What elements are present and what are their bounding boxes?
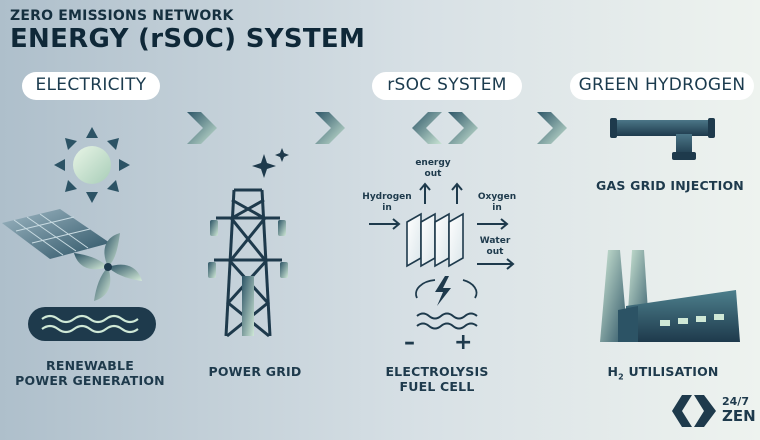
energy-out-arrows: [419, 182, 463, 204]
fuel-cell-label-line2: FUEL CELL: [399, 379, 475, 394]
energy-out-line2: out: [424, 169, 442, 179]
water-out-arrow: [477, 258, 515, 270]
logo-line2: ZEN: [722, 407, 756, 425]
h2-subscript: 2: [618, 372, 624, 382]
sparkle-icon: [252, 148, 289, 178]
insulator-icons: [208, 220, 288, 278]
page-title: ENERGY (rSOC) SYSTEM: [10, 24, 366, 54]
plus-sign: +: [454, 330, 473, 355]
arrow-right-icon: [448, 112, 478, 144]
pylon-icon: [214, 188, 282, 338]
h2-suffix: UTILISATION: [623, 364, 719, 379]
factory-illustration: [600, 250, 740, 342]
hydrogen-in-line2: in: [382, 203, 392, 213]
logo-line1: 24/7: [722, 395, 749, 408]
renewable-label: RENEWABLE POWER GENERATION: [0, 358, 180, 388]
oxygen-in-line1: Oxygen: [477, 192, 517, 202]
arrow-right-icon: [315, 112, 345, 144]
renewable-illustration: [2, 127, 156, 341]
h2-utilisation-label: H2 UTILISATION: [588, 364, 738, 385]
section-pill-electricity: ELECTRICITY: [22, 72, 160, 100]
oxygen-in-arrow: [477, 218, 509, 230]
power-grid-label: POWER GRID: [208, 364, 302, 379]
pipe-icon: [610, 118, 715, 160]
power-pylon-illustration: [208, 148, 289, 338]
section-pill-hydrogen: GREEN HYDROGEN: [570, 72, 754, 100]
hydrogen-in-label: Hydrogen in: [356, 192, 418, 214]
energy-out-label: energy out: [408, 158, 458, 180]
energy-out-line1: energy: [415, 158, 451, 168]
arrow-right-icon: [537, 112, 567, 144]
water-out-line1: Water: [479, 236, 511, 246]
lightning-icon: [415, 276, 478, 306]
water-waves-icon: [416, 312, 478, 330]
oxygen-in-label: Oxygen in: [470, 192, 524, 214]
arrow-right-icon: [187, 112, 217, 144]
water-turbine-icon: [74, 233, 142, 301]
zen-logo-arrows-icon: [672, 395, 716, 427]
gas-grid-label: GAS GRID INJECTION: [596, 178, 744, 193]
electrolysis-label: ELECTROLYSIS FUEL CELL: [372, 364, 502, 394]
gas-pipe-illustration: [610, 118, 715, 160]
renewable-label-line2: POWER GENERATION: [15, 373, 165, 388]
section-pill-rsoc: rSOC SYSTEM: [372, 72, 522, 100]
sun-icon: [54, 127, 130, 203]
rsoc-cell-diagram: [369, 182, 515, 330]
solar-panel-icon: [2, 209, 110, 259]
hydrogen-in-arrow: [369, 218, 401, 230]
renewable-label-line1: RENEWABLE: [46, 358, 134, 373]
h2-prefix: H: [607, 364, 619, 379]
waves-icon: [28, 307, 156, 341]
hydrogen-in-line1: Hydrogen: [362, 192, 412, 202]
water-out-line2: out: [486, 247, 504, 257]
minus-sign: –: [404, 330, 415, 355]
cell-stack-icon: [406, 212, 464, 268]
network-subtitle: ZERO EMISSIONS NETWORK: [10, 8, 234, 24]
arrow-left-icon: [412, 112, 442, 144]
oxygen-in-line2: in: [492, 203, 502, 213]
electrolysis-label-line1: ELECTROLYSIS: [385, 364, 489, 379]
factory-icon: [600, 250, 740, 342]
water-out-label: Water out: [470, 236, 520, 258]
